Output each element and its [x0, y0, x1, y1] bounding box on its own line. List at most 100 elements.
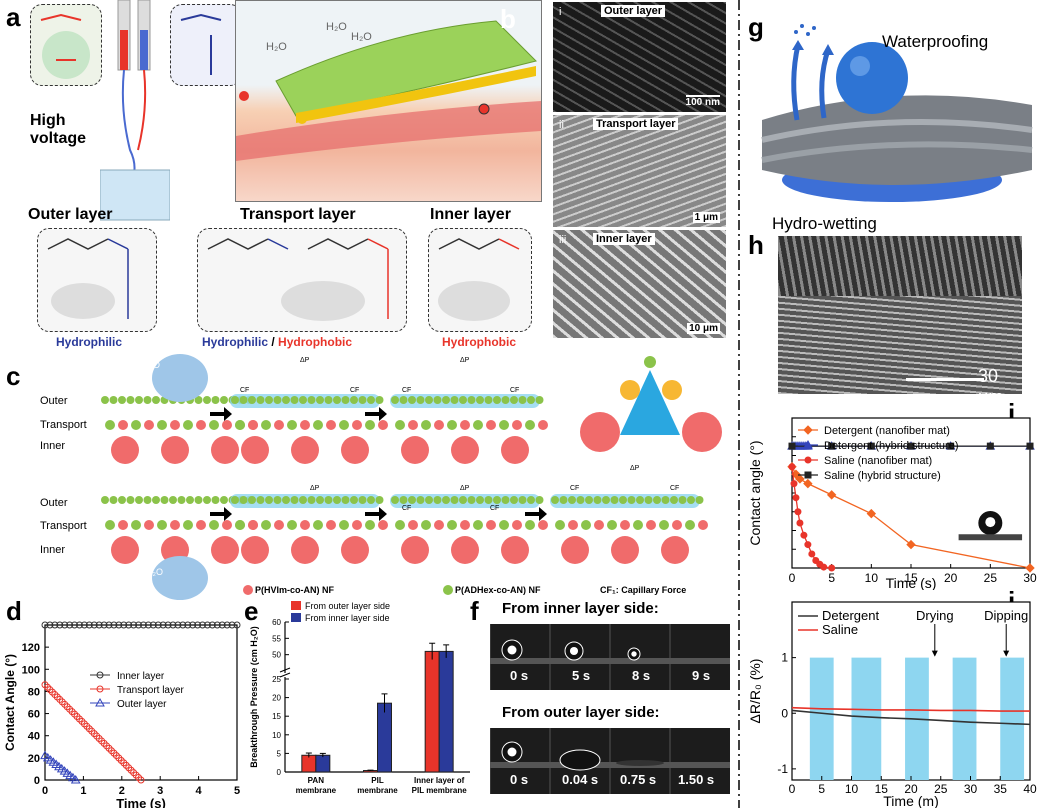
e-legend-swatch-1	[291, 613, 301, 622]
i-xtick-label-4: 20	[944, 571, 958, 585]
j-xtick-label-6: 30	[964, 782, 978, 796]
c-r2-s3-tred-0	[408, 520, 418, 530]
panel-label-j: j	[1008, 586, 1016, 616]
c-r1-s1-green-14	[220, 396, 228, 404]
c-r2-s2-green-1	[239, 496, 248, 504]
c-r2-s4-tred-5	[698, 520, 708, 530]
c-r2-s2-tred-4	[352, 520, 362, 530]
c-cone-yellow-2	[662, 380, 682, 400]
c-r1-s2-tred-1	[274, 420, 284, 430]
c-dp-label-3: ΔP	[460, 485, 470, 492]
legend-green-nf: P(ADHex-co-AN) NF	[455, 585, 541, 595]
c-r2-s2-green-7	[290, 496, 299, 504]
d-point-0-6	[71, 621, 79, 629]
c-r1-s2-tgreen-5	[365, 420, 375, 430]
f2-drop-2	[616, 760, 664, 766]
c-r1-s3-green-9	[467, 396, 476, 404]
i-legend-marker-2	[804, 456, 812, 464]
c-r1-s2-green-16	[367, 396, 375, 404]
j-xlabel: Time (m)	[883, 793, 938, 808]
d-point-1-24	[100, 739, 108, 747]
legend-capillary: CF₁: Capillary Force	[600, 585, 687, 595]
c-dp-label-1: ΔP	[460, 357, 470, 364]
c-r2-s2-green-17	[375, 496, 384, 504]
c-dp-label-4: ΔP	[630, 465, 640, 472]
c-r2-s3-tred-1	[434, 520, 444, 530]
i-legend-text-1: Detergent (hybrid structure)	[824, 440, 959, 452]
c-r2-s4-tgreen-3	[633, 520, 643, 530]
d-legend-marker-0	[96, 671, 104, 679]
d-point-1-18	[85, 725, 93, 733]
c-r2-s4-tred-1	[594, 520, 604, 530]
d-point-1-39	[137, 776, 145, 784]
c-r2-s1-tred-1	[144, 520, 154, 530]
f-t2-0: 0 s	[510, 772, 529, 787]
c-r1-s3-tgreen-4	[499, 420, 509, 430]
d-point-1-19	[88, 727, 96, 735]
d-point-1-35	[127, 766, 135, 774]
c-r2-s3-tred-3	[486, 520, 496, 530]
d-ytick-label-2: 40	[28, 731, 40, 743]
d-point-0-30	[189, 621, 197, 629]
j-ytick-label-0: -1	[777, 762, 788, 776]
e-break-mark-2	[279, 667, 291, 673]
d-point-1-33	[122, 761, 130, 769]
i-point-2-7	[808, 550, 816, 558]
i-point-3-5	[986, 442, 994, 450]
d-point-0-12	[100, 621, 108, 629]
c-r1-s1-tred-1	[144, 420, 154, 430]
c-r1-s3-tgreen-2	[447, 420, 457, 430]
c-r2-s2-tgreen-4	[339, 520, 349, 530]
c-r2-s3-green-5	[433, 496, 442, 504]
j-ylabel: ΔR/R₀ (%)	[747, 659, 763, 724]
c-r1-s3-tred-2	[460, 420, 470, 430]
c-r2-s2-bigred-1	[291, 536, 319, 564]
d-point-1-31	[117, 756, 125, 764]
i-legend-marker-0	[803, 425, 813, 435]
e-cat-label-1-0: PIL	[371, 776, 384, 785]
i-point-3-2	[867, 442, 875, 450]
c-cf-label-7: CF	[670, 485, 679, 492]
c-r2-s1-tgreen-2	[157, 520, 167, 530]
sem-top-layer	[778, 236, 1022, 296]
c-r2-s4-tgreen-1	[581, 520, 591, 530]
high-voltage-label: High voltage	[30, 112, 87, 147]
c-r2-s3-green-11	[484, 496, 493, 504]
e-ytick-label-1: 5	[277, 749, 282, 758]
c-transport-label-1: Transport	[40, 419, 87, 431]
scale-bar-line	[906, 378, 984, 381]
i-point-0-3	[803, 478, 813, 489]
i-point-0-4	[826, 490, 837, 500]
sem-hybrid-structure: 30 μm	[778, 236, 1022, 394]
d-point-0-35	[213, 621, 221, 629]
d-ytick-label-0: 0	[34, 775, 40, 787]
h2o-label-3: H₂O	[351, 31, 372, 43]
c-r2-s3-green-7	[450, 496, 459, 504]
c-r2-s3-green-12	[493, 496, 501, 504]
c-r1-s2-tred-5	[378, 420, 388, 430]
c-r1-s3-green-1	[399, 396, 408, 404]
sem-i-label: i	[559, 6, 562, 18]
c-r1-s3-tred-0	[408, 420, 418, 430]
c-r1-s2-bigred-0	[241, 436, 269, 464]
hydrophobic-label: Hydrophobic	[442, 335, 516, 349]
c-r1-s1-tgreen-3	[183, 420, 193, 430]
d-point-1-12	[71, 710, 79, 718]
c-r1-s3-green-2	[408, 396, 416, 404]
d-ytick-label-5: 100	[22, 664, 40, 676]
c-r2-s4-tred-0	[568, 520, 578, 530]
i-point-2-11	[828, 564, 836, 572]
c-cone	[620, 370, 680, 435]
e-ytick-label-5: 25	[272, 675, 281, 684]
c-r1-s2-green-10	[316, 396, 324, 404]
f1-surface	[490, 658, 730, 664]
c-r2-s3-green-2	[408, 496, 416, 504]
c-r2-s2-green-13	[341, 496, 350, 504]
f-t1-2: 8 s	[632, 668, 651, 683]
i-point-2-3	[794, 508, 802, 516]
panel-label-a: a	[6, 2, 21, 32]
d-point-1-32	[120, 759, 128, 767]
c-r2-s2-green-15	[358, 496, 367, 504]
i-point-2-0	[788, 463, 796, 471]
d-ytick-label-3: 60	[28, 709, 40, 721]
